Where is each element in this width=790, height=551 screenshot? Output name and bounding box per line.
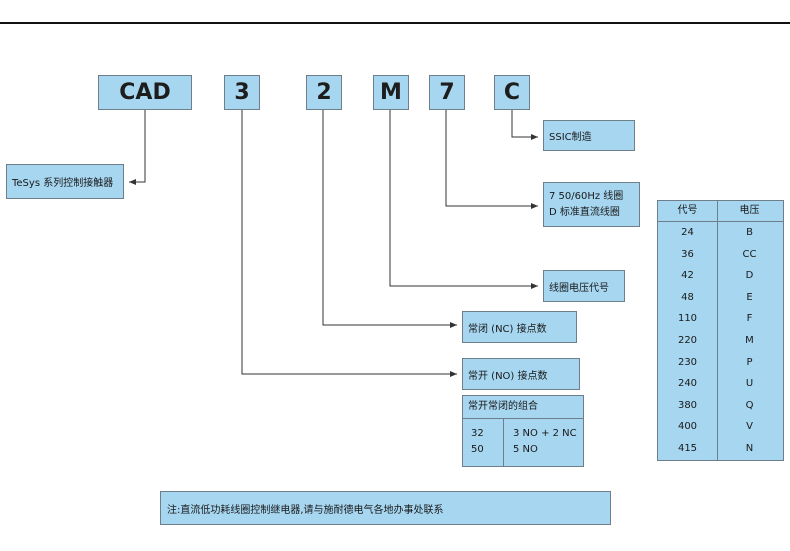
table-row: 230 P xyxy=(658,352,783,374)
voltage-value: 36 xyxy=(681,248,694,260)
connector-m xyxy=(389,110,538,289)
connector-c xyxy=(511,110,538,140)
connector-nc xyxy=(322,110,457,328)
code-c: C xyxy=(494,75,530,110)
header-voltage: 电压 xyxy=(739,205,760,216)
voltage-value: 400 xyxy=(677,421,698,433)
top-rule xyxy=(0,22,790,24)
voltage-value: 24 xyxy=(681,227,694,238)
voltage-value: 42 xyxy=(681,270,694,282)
connector-freq xyxy=(445,110,538,209)
combination-code: 50 xyxy=(471,444,484,455)
table-row: 42 D xyxy=(658,265,783,287)
label-frequency-line2: D 标准直流线圈 xyxy=(549,207,620,218)
voltage-value: 220 xyxy=(677,334,698,346)
combination-row: 50 5 NO xyxy=(463,442,583,458)
table-row: 220 M xyxy=(658,330,783,352)
table-row: 48 E xyxy=(658,287,783,309)
table-row: 380 Q xyxy=(658,395,783,417)
combination-row: 32 3 NO + 2 NC xyxy=(463,426,583,442)
table-row: 110 F xyxy=(658,308,783,330)
table-row: 400 V xyxy=(658,416,783,438)
table-row: 36 CC xyxy=(658,244,783,266)
voltage-value: 48 xyxy=(681,291,694,303)
label-frequency-line1: 7 50/60Hz 线圈 xyxy=(549,191,624,202)
voltage-code: CC xyxy=(742,248,757,260)
voltage-value: 230 xyxy=(677,356,698,368)
voltage-code: B xyxy=(746,227,753,238)
combination-code: 32 xyxy=(471,428,484,439)
voltage-value: 380 xyxy=(677,399,698,411)
code-cad: CAD xyxy=(98,75,192,110)
combination-desc: 5 NO xyxy=(513,444,538,455)
combination-divider xyxy=(503,418,504,466)
voltage-value: 240 xyxy=(677,378,698,390)
voltage-code: V xyxy=(746,421,753,433)
label-coil-voltage: 线圈电压代号 xyxy=(543,270,625,302)
combination-desc: 3 NO + 2 NC xyxy=(513,428,577,439)
voltage-code-table: 代号 电压 24 B 36 CC 42 D 48 E 110 F 220 M 230 P 24… xyxy=(657,200,784,461)
code-freq: 7 xyxy=(429,75,465,110)
voltage-code: N xyxy=(745,442,754,454)
voltage-value: 110 xyxy=(677,313,698,325)
voltage-code: D xyxy=(745,270,754,282)
voltage-code: U xyxy=(745,378,754,390)
voltage-table-divider xyxy=(717,201,718,460)
connector-cad xyxy=(129,110,146,185)
voltage-code: E xyxy=(746,291,753,303)
table-row: 415 N xyxy=(658,438,783,460)
label-frequency: 7 50/60Hz 线圈 D 标准直流线圈 xyxy=(543,182,640,227)
code-m: M xyxy=(373,75,409,110)
voltage-code: F xyxy=(746,313,753,325)
table-row: 240 U xyxy=(658,373,783,395)
label-ssic: SSIC制造 xyxy=(543,120,635,151)
voltage-code: Q xyxy=(745,399,754,411)
label-nc-contacts: 常闭 (NC) 接点数 xyxy=(462,311,577,343)
voltage-value: 415 xyxy=(677,442,698,454)
voltage-table-header: 代号 电压 xyxy=(658,201,783,222)
label-series: TeSys 系列控制接触器 xyxy=(6,164,124,199)
code-poles: 3 xyxy=(224,75,260,110)
table-row: 24 B xyxy=(658,222,783,244)
label-no-contacts: 常开 (NO) 接点数 xyxy=(462,358,580,390)
header-code: 代号 xyxy=(677,205,698,216)
connector-poles xyxy=(241,110,457,377)
voltage-code: M xyxy=(745,334,754,346)
code-nc: 2 xyxy=(306,75,342,110)
combination-table: 常开常闭的组合 32 3 NO + 2 NC 50 5 NO xyxy=(462,395,584,467)
voltage-code: P xyxy=(746,356,753,368)
note-box: 注:直流低功耗线圈控制继电器,请与施耐德电气各地办事处联系 xyxy=(160,491,611,525)
combination-title: 常开常闭的组合 xyxy=(463,396,583,419)
